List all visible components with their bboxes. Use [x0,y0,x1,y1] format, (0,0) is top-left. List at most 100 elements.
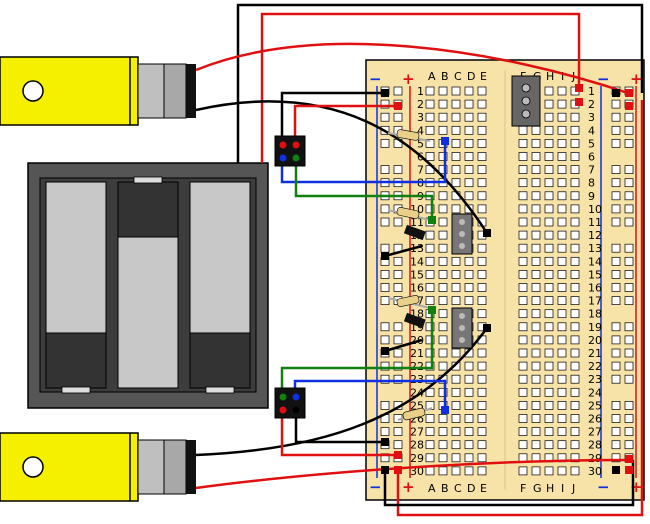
hole-5-j [570,139,580,148]
row-label-right-18: 18 [588,308,602,321]
rail-hole-27-2 [611,427,621,436]
hole-14-g [531,256,541,266]
wires [195,3,644,517]
hole-30-b [438,466,448,476]
hole-16-c [451,283,461,292]
hole-15-e [477,270,487,279]
hole-3-a [425,112,435,122]
motor-top [0,56,196,126]
hole-11-g [531,217,541,227]
hole-13-f [518,243,528,253]
hole-26-b [438,414,448,423]
diode-2 [403,312,426,329]
hole-18-i [557,309,567,319]
rail-hole-3-2 [611,112,621,122]
hole-23-f [518,374,528,384]
row-label-right-25: 25 [588,399,602,412]
hole-26-d [464,414,474,423]
hole-8-e [477,178,487,188]
hole-14-h [544,256,554,266]
diode-1 [403,224,426,241]
hole-8-j [570,178,580,188]
wire-red-top-loop [260,12,581,163]
hole-18-g [531,309,541,319]
row-label-left-16: 16 [410,282,424,295]
rail-hole-22-0 [380,361,390,371]
hole-9-h [544,191,554,201]
hole-25-f [518,401,528,410]
rail-hole-21-3 [624,348,634,358]
hole-2-i [557,99,567,109]
hole-6-f [518,152,528,161]
rail-hole-11-0 [380,217,390,227]
rail-hole-4-3 [624,125,634,135]
hole-29-c [451,453,461,463]
hole-14-i [557,256,567,266]
hole-26-j [570,414,580,423]
hole-4-b [438,125,448,135]
hole-19-i [557,322,567,332]
rail-hole-17-2 [611,296,621,305]
column-label-h-bottom: H [546,482,554,495]
hole-9-e [477,191,487,201]
hole-21-c [451,348,461,358]
hole-11-f [518,217,528,227]
hole-21-g [531,348,541,358]
hole-21-i [557,348,567,358]
row-label-right-24: 24 [588,386,602,399]
hole-29-j [570,453,580,463]
hole-14-c [451,256,461,266]
hole-16-a [425,283,435,292]
hole-22-b [438,361,448,371]
wire-black-jumper-13 [384,244,423,258]
hole-9-f [518,191,528,201]
hole-7-c [451,165,461,174]
rail-hole-16-1 [393,283,403,292]
hole-1-d [464,86,474,96]
motor-bottom [0,432,196,502]
row-label-left-23: 23 [410,373,424,386]
hole-27-d [464,427,474,436]
rail-hole-15-3 [624,270,634,279]
wire-red-sensor-bottom [280,410,398,457]
wire-green-sensor-top [294,162,434,220]
hole-27-j [570,427,580,436]
hole-6-d [464,152,474,161]
hole-30-i [557,466,567,476]
column-label-b-bottom: B [441,482,449,495]
rail-hole-7-2 [611,165,621,174]
hole-16-d [464,283,474,292]
hole-7-g [531,165,541,174]
hole-21-b [438,348,448,358]
hole-23-d [464,374,474,384]
hole-30-j [570,466,580,476]
rail-hole-23-3 [624,374,634,384]
hole-14-e [477,256,487,266]
hole-11-i [557,217,567,227]
hole-12-g [531,230,541,240]
row-label-right-30: 30 [588,465,602,478]
hole-23-h [544,374,554,384]
row-label-right-22: 22 [588,360,602,373]
hole-2-c [451,99,461,109]
rail-hole-14-1 [393,256,403,266]
rail-minus-bottom-left: − [369,478,382,496]
row-label-right-5: 5 [588,137,595,150]
row-label-left-15: 15 [410,268,424,281]
hole-23-j [570,374,580,384]
hole-22-a [425,361,435,371]
row-label-right-9: 9 [588,190,595,203]
rail-hole-2-0 [380,99,390,109]
hole-16-e [477,283,487,292]
row-label-left-2: 2 [417,98,424,111]
hole-16-i [557,283,567,292]
rail-hole-15-2 [611,270,621,279]
rail-hole-10-0 [380,204,390,214]
hole-3-j [570,112,580,122]
hole-8-f [518,178,528,188]
sensor-bottom [274,387,306,419]
hole-28-c [451,440,461,450]
wire-blue-sensor-top [280,141,447,184]
hole-5-e [477,139,487,148]
hole-3-h [544,112,554,122]
